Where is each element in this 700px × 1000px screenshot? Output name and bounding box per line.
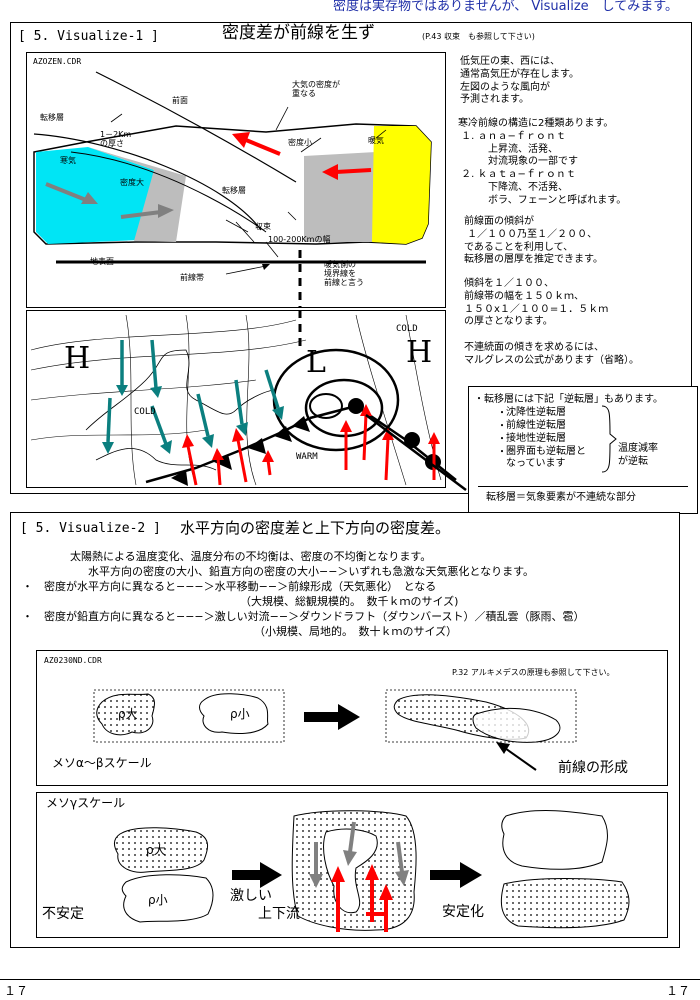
page-number-left: １７ [4, 984, 29, 998]
label-zenmen: 前面 [172, 96, 188, 105]
note-item-4: 圏界面も逆転層と なっています [506, 446, 586, 469]
meso-g-unstable: 不安定 [42, 906, 84, 922]
inversion-note-box [468, 386, 698, 514]
note-lead: ・転移層には下記「逆転層」もあります。 [474, 394, 663, 405]
front-surface-base [70, 151, 267, 233]
section2-bullet-1-sub: （大規模、総観規模的。 数千ｋｍのサイズ) [240, 595, 459, 608]
text-block-5: 不連続面の傾きを求めるには、 マルグレスの公式があります（省略）。 [464, 342, 639, 366]
label-front-zone: 前線帯 [180, 273, 204, 282]
low-pressure: L [306, 345, 326, 380]
note-footer: 転移層＝気象要素が不連続な部分 [486, 492, 636, 503]
note-divider [478, 486, 688, 487]
label-thickness: 1－2Km の厚さ [100, 130, 132, 149]
note-item-3: 接地性逆転層 [506, 433, 566, 444]
meso-ab-front-label: 前線の形成 [558, 760, 628, 776]
stabilized-light-mass [501, 810, 608, 870]
section2-tag: [ 5. Visualize-2 ] [20, 521, 161, 536]
upper-dense-mass [113, 827, 208, 873]
meso-g-stable: 安定化 [442, 904, 484, 920]
meso-g-rho-large: ρ大 [146, 843, 166, 857]
label-density-small: 密度小 [288, 138, 312, 147]
text-block-2: 寒冷前線の構造に2種類あります。 １. ａｎａ−ｆｒｏｎｔ 上昇流、活発、 対流… [458, 118, 627, 206]
meso-g-scale: メソγスケール [46, 796, 126, 810]
low-isobar-mid [304, 378, 384, 438]
high-pressure-right: H [406, 335, 433, 370]
label-convergence: 収束 [255, 222, 271, 231]
transition-gray-right [304, 152, 376, 242]
page-number-right: １７ [665, 984, 690, 998]
note-item-1: 沈降性逆転層 [506, 407, 566, 418]
low-isobar-inner [309, 393, 343, 419]
meso-g-rho-small: ρ小 [148, 893, 168, 907]
section2-bullet-2-sub: （小規模、局地的。 数十ｋｍのサイズ） [254, 625, 458, 638]
label-cold-air: 寒気 [60, 156, 76, 165]
meso-g-drawing [113, 810, 630, 932]
text-block-1: 低気圧の東、西には、 通常高気圧が存在します。 左図のような風向が 予測されます… [460, 56, 579, 106]
label-cold-left: COLD [134, 407, 156, 417]
note-brace [601, 405, 617, 473]
section1-tag: [ 5. Visualize-1 ] [18, 29, 159, 44]
page-banner: 密度は実存物ではありませんが、 Visualize してみます。 [332, 0, 678, 14]
label-cold-right: COLD [396, 324, 418, 334]
front-surface-upper [95, 71, 297, 183]
label-warm-air: 暖気 [368, 136, 384, 145]
meso-ab-file: AZ0230ND.CDR [44, 656, 102, 665]
label-warm: WARM [296, 452, 318, 462]
meso-ab-scale: メソα〜βスケール [52, 756, 152, 770]
front-surface-lower [33, 133, 262, 231]
section2-para-2: 水平方向の密度の大小、鉛直方向の密度の大小−−＞いずれも急激な天気悪化となります… [88, 565, 535, 578]
meso-g-violent: 激しい [230, 888, 272, 904]
label-density-large: 密度大 [120, 178, 144, 187]
label-boundary: 暖気側の 境界線を 前線と言う [324, 260, 364, 288]
weather-map-drawing [30, 310, 467, 491]
meso-ab-drawing [93, 689, 577, 771]
meso-ab-ref: P.32 アルキメデスの原理も参照して下さい。 [452, 668, 615, 677]
high-pressure-left: H [64, 341, 91, 376]
figure-file-name: AZOZEN.CDR [33, 57, 82, 66]
transition-gray-left [88, 147, 186, 242]
section2-para-1: 太陽熱による温度変化、温度分布の不均衡は、密度の不均衡となります。 [70, 550, 432, 563]
section1-title: 密度差が前線を生ず [222, 23, 375, 43]
label-tenisou-top: 転移層 [40, 113, 64, 122]
warm-air-yellow [372, 126, 431, 244]
stabilized-dense-mass [500, 878, 630, 929]
label-density-overlap: 大気の密度が 重なる [292, 80, 340, 99]
label-width: 100-200Kmの幅 [268, 235, 331, 244]
lower-light-mass [121, 874, 214, 923]
label-tenisou-mid: 転移層 [222, 186, 246, 195]
meso-ab-rho-large: ρ大 [118, 707, 138, 721]
section2-bullet-1: ・ 密度が水平方向に異なると−−−＞水平移動−−＞前線形成（天気悪化） となる [22, 580, 437, 593]
meso-g-updown: 上下流 [258, 906, 300, 922]
front-cross-section-drawing [33, 71, 432, 308]
section2-bullet-2: ・ 密度が鉛直方向に異なると−−−＞激しい対流−−＞ダウンドラフト（ダウンバース… [22, 610, 585, 623]
section1-ref: (P.43 収束 も参照して下さい) [422, 32, 535, 41]
text-block-3: 前線面の傾斜が １／１００乃至１／２００、 であることを利用して、 転移層の層厚… [464, 216, 603, 266]
note-item-2: 前線性逆転層 [506, 420, 566, 431]
text-block-4: 傾斜を１／１００、 前線帯の幅を１５０ｋｍ、 １５０x１／１００=１．５ｋｍ の… [464, 278, 609, 328]
label-ground: 地表面 [90, 257, 114, 266]
section2-title: 水平方向の密度差と上下方向の密度差。 [180, 519, 451, 537]
footer-rule [0, 979, 700, 980]
air-mass-light-left [199, 693, 269, 735]
air-mass-dense-left [96, 693, 155, 736]
meso-ab-rho-small: ρ小 [230, 707, 250, 721]
cold-air-cyan [36, 147, 154, 244]
note-bullets: ・・・・ [497, 408, 507, 458]
note-side: 温度減率 が逆転 [618, 443, 658, 467]
cold-front-line [145, 416, 311, 484]
